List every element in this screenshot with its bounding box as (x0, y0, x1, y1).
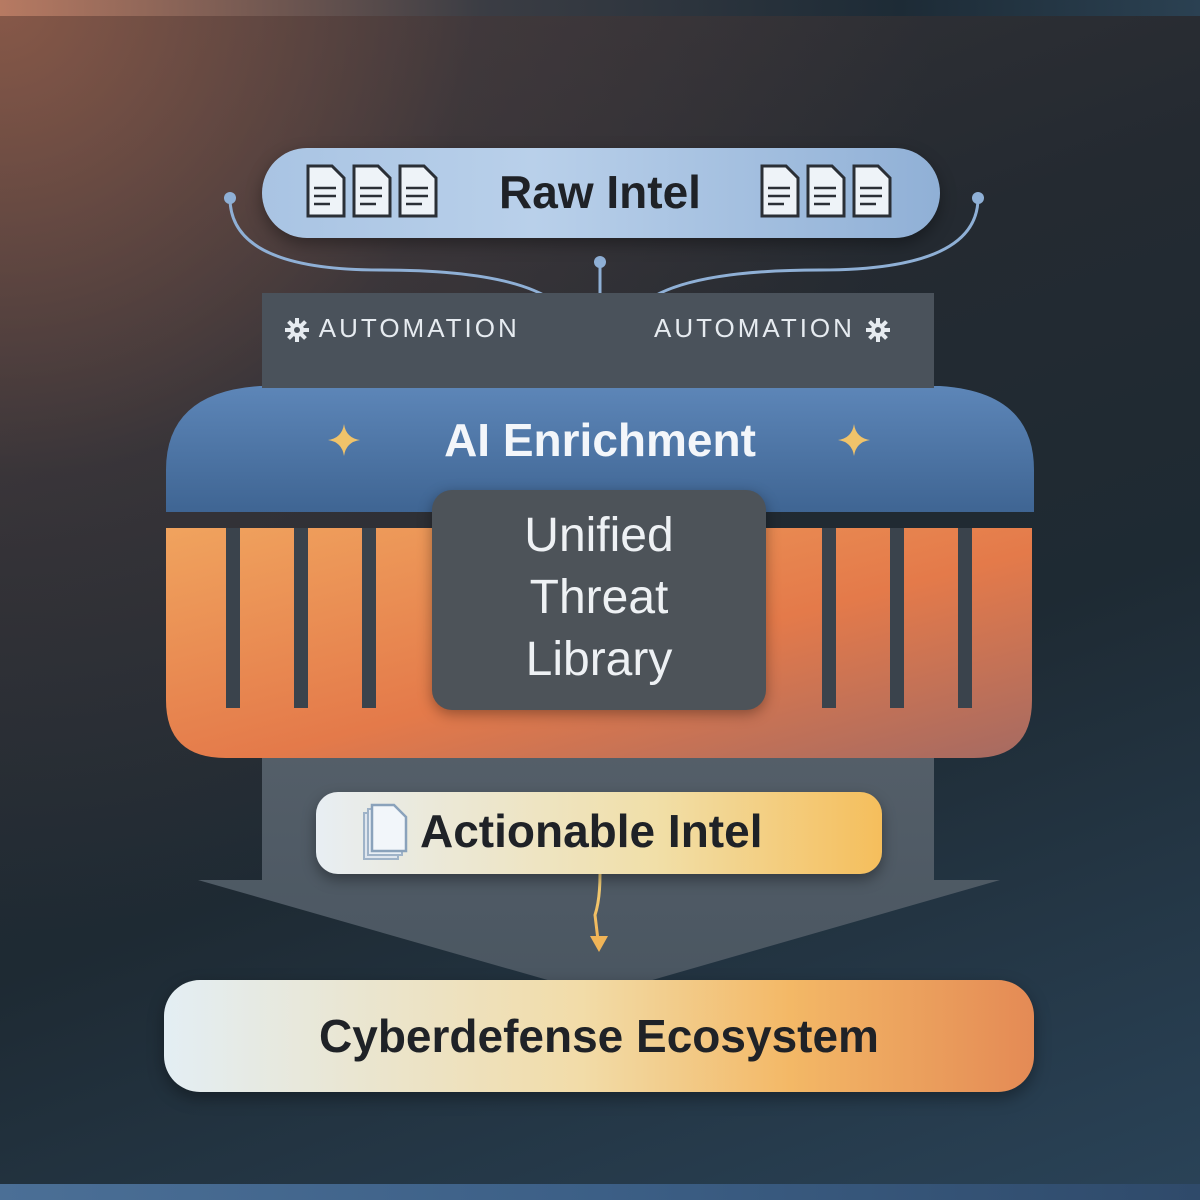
ai-enrichment-band (166, 386, 1034, 512)
automation-text-right: AUTOMATION (654, 313, 855, 343)
threat-library-line-3: Library (525, 633, 673, 686)
raw-intel-docs-right (758, 162, 894, 220)
document-icon (398, 164, 438, 218)
threat-library-line-2: Threat (529, 571, 669, 624)
top-edge-band (0, 0, 1200, 16)
document-icon (806, 164, 846, 218)
automation-label-left: AUTOMATION (284, 308, 520, 348)
raw-intel-docs-left (304, 162, 440, 220)
sparkle-icon (838, 424, 870, 456)
actionable-down-arrow (590, 873, 608, 952)
document-icon (760, 164, 800, 218)
document-icon (852, 164, 892, 218)
documents-stack-icon (363, 803, 408, 860)
sparkle-icon (328, 424, 360, 456)
bottom-edge-band (0, 1184, 1200, 1200)
document-icon (306, 164, 346, 218)
automation-panel (262, 293, 934, 388)
document-icon (352, 164, 392, 218)
threat-library-line-1: Unified (524, 509, 674, 562)
ai-enrichment-title: AI Enrichment (444, 414, 756, 466)
flow-dots (224, 192, 984, 268)
automation-label-right: AUTOMATION (654, 308, 891, 348)
raw-intel-title: Raw Intel (499, 166, 701, 218)
gear-icon (866, 318, 891, 343)
threat-library-title: Unified Threat Library (432, 505, 766, 691)
gear-icon (285, 318, 309, 343)
comb-slots (226, 528, 972, 708)
cyberdefense-ecosystem-pill (164, 980, 1034, 1092)
cyberdefense-ecosystem-title: Cyberdefense Ecosystem (319, 1010, 879, 1062)
actionable-intel-title: Actionable Intel (420, 805, 763, 857)
actionable-intel-pill (316, 792, 882, 874)
automation-text-left: AUTOMATION (318, 313, 520, 343)
threat-library-box (432, 490, 766, 710)
